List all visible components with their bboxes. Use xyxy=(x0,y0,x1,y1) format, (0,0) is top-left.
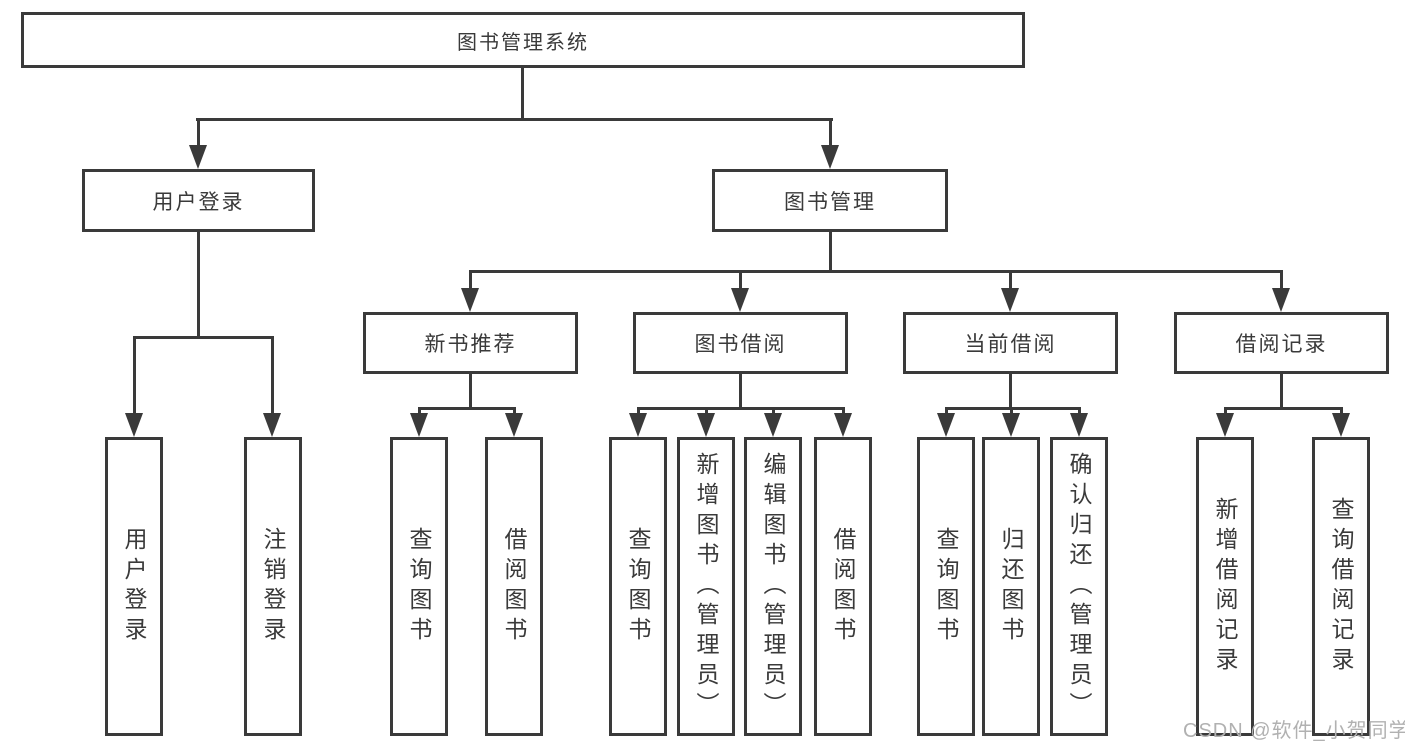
connector-borrow-records-drop-1 xyxy=(1224,407,1227,415)
arrow-down-icon xyxy=(937,413,955,437)
connector-root-left-drop xyxy=(197,118,200,146)
arrow-down-icon xyxy=(1332,413,1350,437)
leaf-add-books-admin-label: 新增图书（管理员） xyxy=(693,451,719,722)
leaf-add-books-admin: 新增图书（管理员） xyxy=(677,437,735,736)
connector-current-borrow-rail xyxy=(945,407,1081,410)
arrow-down-icon xyxy=(834,413,852,437)
leaf-user-login: 用户登录 xyxy=(105,437,163,736)
node-user-login: 用户登录 xyxy=(82,169,315,232)
leaf-borrow-books: 借阅图书 xyxy=(814,437,872,736)
leaf-confirm-return-admin: 确认归还（管理员） xyxy=(1050,437,1108,736)
connector-current-borrow-drop-1 xyxy=(945,407,948,415)
connector-new-books-drop-1 xyxy=(418,407,421,415)
node-book-management-label: 图书管理 xyxy=(784,190,876,214)
connector-book-mgmt-drop-3 xyxy=(1009,270,1012,289)
connector-book-borrow-drop-2 xyxy=(705,407,708,415)
connector-book-mgmt-drop-2 xyxy=(739,270,742,289)
leaf-newbooks-borrow-books-label: 借阅图书 xyxy=(501,526,527,647)
connector-current-borrow-drop-2 xyxy=(1010,407,1013,415)
arrow-down-icon xyxy=(731,288,749,312)
arrow-down-icon xyxy=(697,413,715,437)
connector-book-mgmt-drop-1 xyxy=(469,270,472,289)
connector-user-login-stem xyxy=(197,232,200,336)
connector-book-borrow-rail xyxy=(637,407,845,410)
leaf-user-login-label: 用户登录 xyxy=(121,526,147,647)
leaf-edit-books-admin-label: 编辑图书（管理员） xyxy=(760,451,786,722)
leaf-current-query-books-label: 查询图书 xyxy=(933,526,959,647)
node-user-login-label: 用户登录 xyxy=(152,190,245,214)
leaf-logout-label: 注销登录 xyxy=(260,526,286,647)
node-new-book-recommendation: 新书推荐 xyxy=(363,312,578,374)
arrow-down-icon xyxy=(764,413,782,437)
arrow-down-icon xyxy=(1070,413,1088,437)
leaf-add-borrow-record-label: 新增借阅记录 xyxy=(1212,496,1238,677)
connector-book-borrow-stem xyxy=(739,374,742,407)
connector-book-mgmt-stem xyxy=(829,232,832,270)
leaf-return-books: 归还图书 xyxy=(982,437,1040,736)
connector-root-rail xyxy=(196,118,833,121)
leaf-borrow-books-label: 借阅图书 xyxy=(830,526,856,647)
leaf-borrow-query-books: 查询图书 xyxy=(609,437,667,736)
arrow-down-icon xyxy=(461,288,479,312)
leaf-confirm-return-admin-label: 确认归还（管理员） xyxy=(1066,451,1092,722)
node-book-borrowing: 图书借阅 xyxy=(633,312,848,374)
leaf-query-borrow-record: 查询借阅记录 xyxy=(1312,437,1370,736)
leaf-current-query-books: 查询图书 xyxy=(917,437,975,736)
connector-book-mgmt-drop-4 xyxy=(1280,270,1283,289)
arrow-down-icon xyxy=(125,413,143,437)
arrow-down-icon xyxy=(505,413,523,437)
node-current-borrowing-label: 当前借阅 xyxy=(964,333,1057,356)
connector-borrow-records-rail xyxy=(1224,407,1343,410)
arrow-down-icon xyxy=(263,413,281,437)
arrow-down-icon xyxy=(1272,288,1290,312)
connector-user-login-drop-2 xyxy=(271,336,274,414)
arrow-down-icon xyxy=(1001,288,1019,312)
connector-book-borrow-drop-4 xyxy=(842,407,845,415)
connector-book-borrow-drop-3 xyxy=(772,407,775,415)
leaf-logout: 注销登录 xyxy=(244,437,302,736)
connector-current-borrow-drop-3 xyxy=(1078,407,1081,415)
connector-borrow-records-drop-2 xyxy=(1340,407,1343,415)
leaf-query-borrow-record-label: 查询借阅记录 xyxy=(1328,496,1354,677)
connector-book-borrow-drop-1 xyxy=(637,407,640,415)
connector-new-books-rail xyxy=(418,407,516,410)
arrow-down-icon xyxy=(1216,413,1234,437)
leaf-newbooks-borrow-books: 借阅图书 xyxy=(485,437,543,736)
node-book-borrowing-label: 图书借阅 xyxy=(694,333,787,356)
connector-new-books-stem xyxy=(469,374,472,407)
node-current-borrowing: 当前借阅 xyxy=(903,312,1118,374)
node-library-management-system-label: 图书管理系统 xyxy=(457,31,589,54)
connector-borrow-records-stem xyxy=(1280,374,1283,407)
arrow-down-icon xyxy=(821,145,839,169)
node-book-management: 图书管理 xyxy=(712,169,948,232)
connector-root-right-drop xyxy=(829,118,832,146)
arrow-down-icon xyxy=(410,413,428,437)
leaf-add-borrow-record: 新增借阅记录 xyxy=(1196,437,1254,736)
leaf-edit-books-admin: 编辑图书（管理员） xyxy=(744,437,802,736)
node-library-management-system: 图书管理系统 xyxy=(21,12,1025,68)
arrow-down-icon xyxy=(1002,413,1020,437)
leaf-newbooks-query-books: 查询图书 xyxy=(390,437,448,736)
leaf-return-books-label: 归还图书 xyxy=(998,526,1024,647)
node-borrowing-records-label: 借阅记录 xyxy=(1235,333,1328,356)
connector-book-mgmt-rail xyxy=(469,270,1283,273)
arrow-down-icon xyxy=(629,413,647,437)
connector-user-login-rail xyxy=(133,336,274,339)
node-new-book-recommendation-label: 新书推荐 xyxy=(424,333,517,356)
csdn-watermark: CSDN @软件_小贺同学 xyxy=(1183,720,1405,742)
connector-current-borrow-stem xyxy=(1009,374,1012,407)
leaf-newbooks-query-books-label: 查询图书 xyxy=(406,526,432,647)
connector-root-stem xyxy=(521,68,524,118)
arrow-down-icon xyxy=(189,145,207,169)
connector-new-books-drop-2 xyxy=(513,407,516,415)
connector-user-login-drop-1 xyxy=(133,336,136,414)
leaf-borrow-query-books-label: 查询图书 xyxy=(625,526,651,647)
node-borrowing-records: 借阅记录 xyxy=(1174,312,1389,374)
